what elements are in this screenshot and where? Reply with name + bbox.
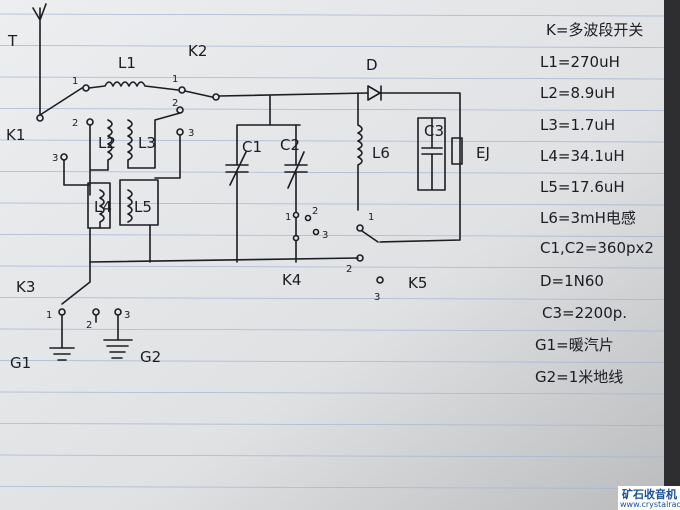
ground-G2-icon [103, 339, 133, 359]
watermark-title: 矿石收音机 [622, 487, 677, 501]
label-L4: L4 [94, 198, 112, 216]
ruled-line [0, 108, 665, 111]
label-L5: L5 [134, 198, 152, 216]
label-EJ: EJ [476, 144, 490, 162]
k3-pos1: 1 [46, 310, 52, 321]
ruled-line [0, 297, 665, 300]
legend-L3: L3=1.7uH [540, 116, 615, 134]
diode-D: D [366, 56, 382, 101]
ruled-line [0, 45, 665, 48]
label-C1: C1 [242, 138, 262, 156]
watermark-url: www.crystalradio.cn [620, 500, 680, 509]
ruled-line [0, 234, 665, 237]
k1-pos3: 3 [52, 153, 58, 164]
ruled-line [0, 391, 665, 395]
legend-L4: L4=34.1uH [540, 147, 625, 165]
label-L1: L1 [118, 54, 136, 72]
ruled-line [0, 454, 665, 458]
ruled-line [0, 486, 665, 489]
watermark: 矿石收音机 www.crystalradio.cn [618, 486, 680, 510]
label-L3: L3 [138, 134, 156, 152]
k5-pos1: 1 [368, 212, 374, 223]
ruled-line [0, 139, 665, 143]
label-G2: G2 [140, 348, 161, 366]
label-G1: G1 [10, 354, 31, 372]
k5-pos2: 2 [346, 264, 352, 275]
ruled-line [0, 171, 665, 174]
legend-C3: C3=2200p. [542, 304, 627, 322]
switch-K3: K3 1 2 3 G1 G2 [10, 261, 161, 372]
label-K4: K4 [282, 271, 301, 289]
label-K1: K1 [6, 126, 25, 144]
label-C3: C3 [424, 122, 444, 140]
label-K5: K5 [408, 274, 427, 292]
inductor-L2-L4: L2 L4 [63, 119, 116, 263]
inductor-L6: L6 [357, 92, 390, 211]
legend-G1: G1=暖汽片 [535, 336, 614, 354]
k4-pos1: 1 [285, 212, 291, 223]
k5-pos3: 3 [374, 292, 380, 303]
label-K2: K2 [188, 42, 207, 60]
legend-L6: L6=3mH电感 [540, 209, 636, 227]
k3-pos3: 3 [124, 310, 130, 321]
ruled-line [0, 13, 665, 17]
k4-pos2: 2 [312, 206, 318, 217]
capacitors-C1-C2: C1 C2 1 2 3 K4 [225, 95, 328, 289]
label-T: T [7, 32, 18, 50]
desk-edge [664, 0, 680, 510]
k1-pos1: 1 [72, 76, 78, 87]
capacitor-C3-earphone: C3 EJ [417, 117, 490, 191]
legend-C1C2: C1,C2=360px2 [540, 239, 654, 257]
component-legend: K=多波段开关 L1=270uH L2=8.9uH L3=1.7uH L4=34… [535, 21, 654, 386]
inductor-L3-L5: L3 L5 [119, 112, 181, 263]
ruled-line [0, 76, 665, 80]
label-K3: K3 [16, 278, 35, 296]
legend-K: K=多波段开关 [546, 21, 643, 39]
ground-G1-icon [49, 347, 75, 361]
legend-G2: G2=1米地线 [535, 368, 623, 386]
label-D: D [366, 56, 378, 74]
inductor-L1: L1 [88, 54, 179, 91]
k3-pos2: 2 [86, 320, 92, 331]
k2-pos3: 3 [188, 128, 194, 139]
ruled-line [0, 328, 665, 332]
ruled-line [0, 265, 665, 269]
k2-pos1: 1 [172, 74, 178, 85]
legend-D: D=1N60 [540, 272, 604, 290]
ruled-line [0, 423, 665, 426]
ruled-line [0, 360, 665, 363]
k4-pos3: 3 [322, 230, 328, 241]
legend-L5: L5=17.6uH [540, 178, 625, 196]
k2-pos2: 2 [172, 98, 178, 109]
label-L2: L2 [98, 134, 116, 152]
label-L6: L6 [372, 144, 390, 162]
k1-pos2: 2 [72, 118, 78, 129]
switch-K5: 1 2 3 K5 [346, 212, 427, 303]
legend-L2: L2=8.9uH [540, 84, 615, 102]
ruled-lines [0, 13, 665, 489]
top-wire [218, 92, 461, 243]
switch-K1: 1 2 3 K1 [6, 76, 94, 164]
label-C2: C2 [280, 136, 300, 154]
ground-wire [89, 257, 359, 263]
legend-L1: L1=270uH [540, 53, 620, 71]
